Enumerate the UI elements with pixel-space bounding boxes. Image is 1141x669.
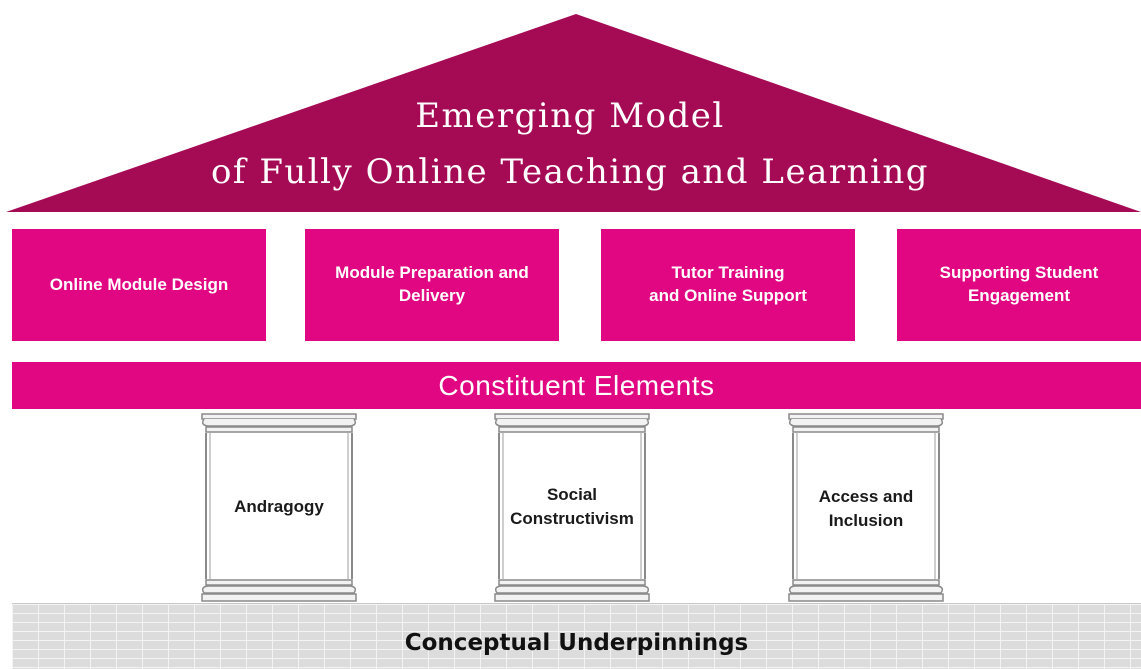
pillar-base-band <box>792 579 940 586</box>
element-label: Tutor Training and Online Support <box>649 263 807 305</box>
pillar-base-curve <box>788 585 944 594</box>
roof-triangle <box>6 14 1141 212</box>
constituent-elements-band: Constituent Elements <box>12 362 1141 409</box>
pillar-capital-band <box>792 426 940 433</box>
element-label: Online Module Design <box>49 274 229 294</box>
pillar-label: Access and Inclusion <box>818 487 914 530</box>
pillar-capital <box>201 413 357 420</box>
pillar-access-inclusion: Access and Inclusion <box>787 413 945 603</box>
pillar-shaft <box>206 433 352 579</box>
pillar-base-curve <box>201 585 357 594</box>
pillar-plinth <box>788 593 944 602</box>
foundation-label: Conceptual Underpinnings <box>404 630 749 656</box>
element-label: Module Preparation and Delivery <box>335 263 529 305</box>
pillar-base-band <box>205 579 353 586</box>
pillar-column <box>494 413 650 602</box>
element-supporting-student-engagement: Supporting Student Engagement <box>897 229 1141 341</box>
element-online-module-design: Online Module Design <box>12 229 266 341</box>
model-title-line2: of Fully Online Teaching and Learning <box>210 152 930 192</box>
pillar-social-constructivism: Social Constructivism <box>493 413 651 603</box>
foundation: Conceptual Underpinnings <box>12 603 1141 669</box>
pillar-column <box>788 413 944 602</box>
pillar-base-curve <box>494 585 650 594</box>
pillar-capital-band <box>205 426 353 433</box>
pillar-shaft <box>793 433 939 579</box>
pillar-capital-band <box>498 426 646 433</box>
pillar-column <box>201 413 357 602</box>
pillar-label: Andragogy <box>234 497 324 516</box>
band-label: Constituent Elements <box>438 369 715 401</box>
pillar-andragogy: Andragogy <box>200 413 358 603</box>
element-label: Supporting Student Engagement <box>939 263 1099 305</box>
pillar-capital <box>788 413 944 420</box>
pillar-shaft <box>499 433 645 579</box>
roof <box>6 14 1141 212</box>
pillar-label: Social Constructivism <box>510 485 634 528</box>
pillar-capital-curve <box>788 418 944 427</box>
element-module-preparation-delivery: Module Preparation and Delivery <box>305 229 559 341</box>
pillar-capital-curve <box>201 418 357 427</box>
pillar-plinth <box>494 593 650 602</box>
element-tutor-training: Tutor Training and Online Support <box>601 229 855 341</box>
pillar-base-band <box>498 579 646 586</box>
pillar-capital <box>494 413 650 420</box>
pillar-capital-curve <box>494 418 650 427</box>
model-title-line1: Emerging Model <box>415 96 725 136</box>
pillar-plinth <box>201 593 357 602</box>
